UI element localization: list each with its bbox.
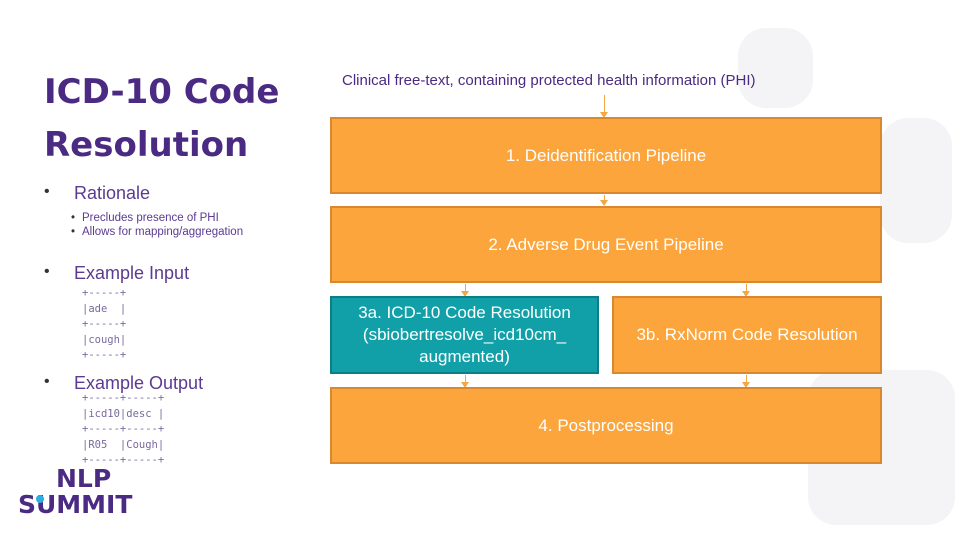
arrow-icon xyxy=(461,375,469,388)
logo-text: NLP xyxy=(56,464,112,493)
example-input-table: +-----+ |ade | +-----+ |cough| +-----+ xyxy=(82,287,127,361)
step-adverse-drug-event: 2. Adverse Drug Event Pipeline xyxy=(330,206,882,283)
bullet-label: Example Output xyxy=(74,373,204,393)
step-icd10-resolution: 3a. ICD-10 Code Resolution (sbiobertreso… xyxy=(330,296,599,374)
flask-icon xyxy=(36,495,44,503)
bullet-label: Example Input xyxy=(74,263,190,283)
example-output-table: +-----+-----+ |icd10|desc | +-----+-----… xyxy=(82,392,165,466)
arrow-icon xyxy=(742,375,750,388)
input-caption: Clinical free-text, containing protected… xyxy=(342,72,756,89)
arrow-icon xyxy=(742,284,750,297)
bullet-label: Rationale xyxy=(74,183,151,203)
bullet-dot: • xyxy=(44,373,50,390)
arrow-icon xyxy=(600,95,608,118)
sub-bullet: Precludes presence of PHI xyxy=(71,212,219,224)
step-rxnorm-resolution: 3b. RxNorm Code Resolution xyxy=(612,296,882,374)
step-deidentification: 1. Deidentification Pipeline xyxy=(330,117,882,194)
arrow-icon xyxy=(600,195,608,206)
arrow-icon xyxy=(461,284,469,297)
background-shape xyxy=(880,118,952,243)
bullet-dot: • xyxy=(44,263,50,280)
page-title: ICD-10 Code Resolution xyxy=(44,72,280,165)
background-shape xyxy=(738,28,813,108)
sub-bullet: Allows for mapping/aggregation xyxy=(71,226,243,238)
bullet-dot: • xyxy=(44,183,50,200)
logo-text: SUMMIT xyxy=(18,490,133,519)
step-postprocessing: 4. Postprocessing xyxy=(330,387,882,464)
